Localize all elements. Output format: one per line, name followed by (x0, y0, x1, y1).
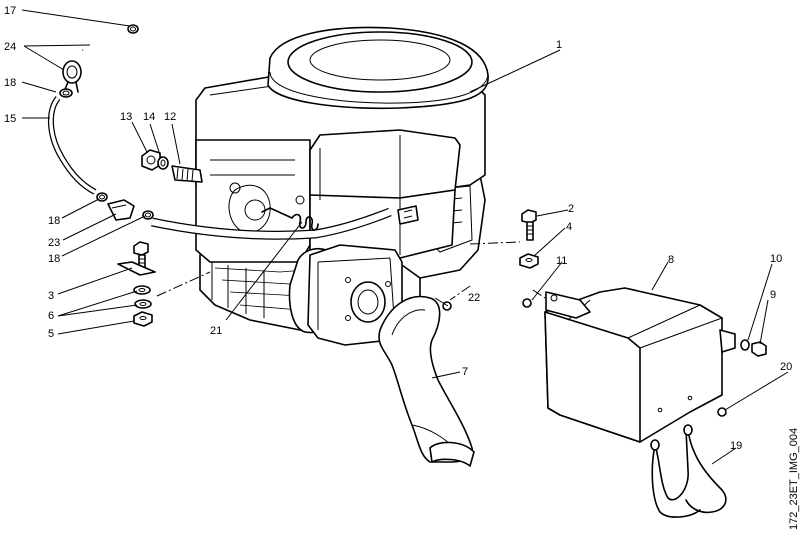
callout-labels: 17 24 18 15 13 14 12 1 18 23 18 3 6 5 21… (4, 5, 792, 452)
screw-20 (717, 407, 727, 417)
cable-nut (141, 149, 161, 171)
fuel-line-hose (47, 96, 97, 195)
nut-right (519, 253, 539, 269)
callout-14: 14 (143, 111, 155, 123)
callout-12: 12 (164, 111, 176, 123)
screw-9 (751, 341, 767, 357)
bolt-right (521, 209, 537, 241)
callout-21: 21 (210, 325, 222, 337)
fuel-line-hose-upper (81, 28, 129, 52)
engine (195, 26, 489, 346)
exhaust-deflector (378, 295, 475, 467)
fuel-line-hose-lower (151, 207, 392, 240)
callout-13: 13 (120, 111, 132, 123)
callout-8: 8 (668, 254, 674, 266)
leader-lines (21, 9, 789, 465)
assembly-center-lines (156, 241, 546, 301)
nut-left (133, 311, 153, 327)
hose-clamp-upper (59, 88, 73, 98)
callout-9: 9 (770, 289, 776, 301)
spring (261, 207, 319, 231)
hose-clamp-top (127, 24, 139, 34)
callout-18-bottom: 18 (48, 253, 60, 265)
cable-fitting (171, 165, 203, 183)
spacer-plate (117, 261, 156, 276)
electrical-box (544, 287, 736, 443)
callout-15: 15 (4, 113, 16, 125)
callout-7: 7 (462, 366, 468, 378)
callout-6: 6 (48, 310, 54, 322)
fuel-filter (62, 60, 82, 93)
callout-2: 2 (568, 203, 574, 215)
callout-4: 4 (566, 221, 572, 233)
callout-24: 24 (4, 41, 16, 53)
fuel-connector-t (107, 199, 135, 221)
drawing-code: 172_23ET_IMG_004 (788, 428, 800, 530)
wire-bracket (650, 424, 727, 518)
callout-10: 10 (770, 253, 782, 265)
callout-18-top: 18 (4, 77, 16, 89)
callout-3: 3 (48, 290, 54, 302)
cable-washer (157, 156, 169, 170)
hose-clamp-middle (96, 192, 108, 202)
washer-upper (133, 285, 151, 295)
callout-19: 19 (730, 440, 742, 452)
callout-22: 22 (468, 292, 480, 304)
washer-10 (740, 339, 750, 351)
screw-11 (522, 298, 532, 308)
callout-18-middle: 18 (48, 215, 60, 227)
callout-11: 11 (556, 255, 567, 267)
callout-1: 1 (556, 39, 562, 51)
callout-17: 17 (4, 5, 16, 17)
callout-20: 20 (780, 361, 792, 373)
callout-5: 5 (48, 328, 54, 340)
washer-lower (134, 299, 152, 309)
callout-23: 23 (48, 237, 60, 249)
hose-clamp-lower (142, 210, 154, 220)
